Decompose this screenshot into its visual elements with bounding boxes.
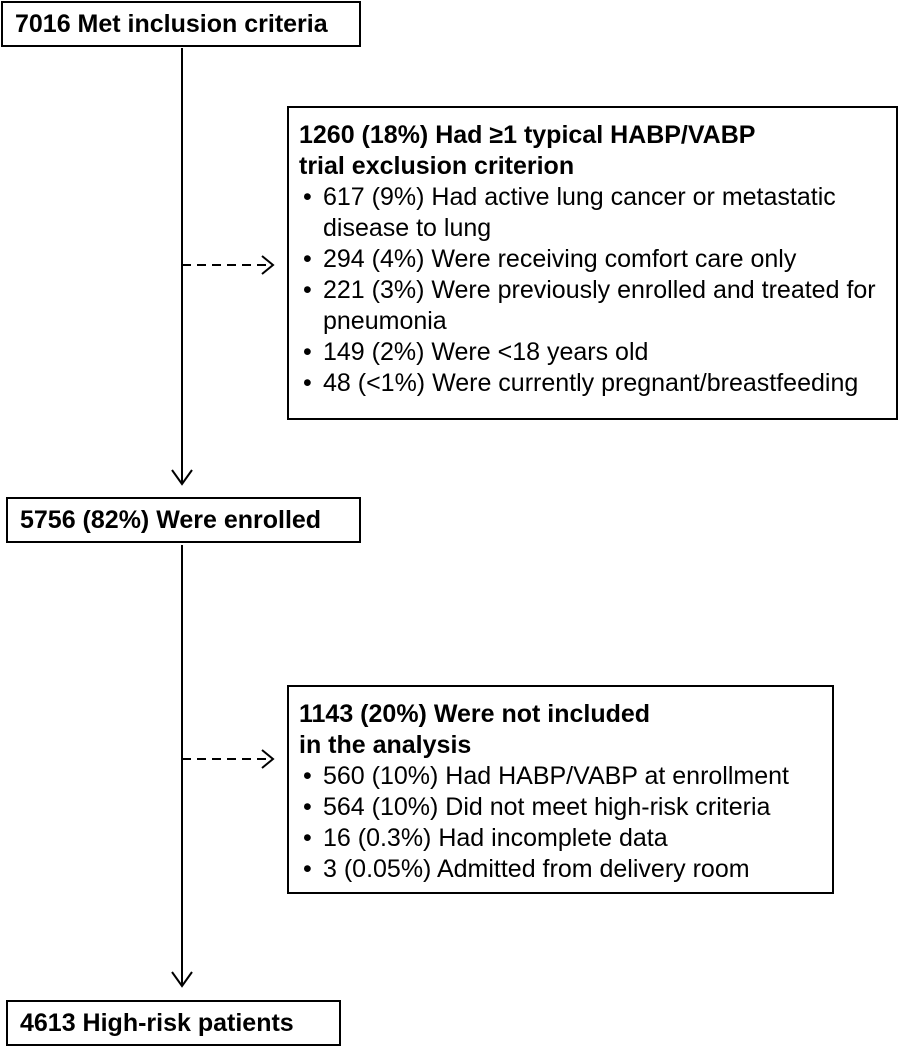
step-high-risk-label: 4613 High-risk patients [20, 1008, 294, 1037]
exclusion-2-title: 1143 (20%) Were not included in the anal… [299, 699, 820, 761]
exclusion-1-title-line-1: 1260 (18%) Had ≥1 typical HABP/VABP [299, 121, 756, 149]
arrowhead-right-2 [261, 749, 275, 769]
exclusion-1-item: 617 (9%) Had active lung cancer or metas… [299, 182, 884, 244]
exclusion-box-2: 1143 (20%) Were not included in the anal… [287, 685, 834, 894]
exclusion-1-list: 617 (9%) Had active lung cancer or metas… [299, 182, 884, 399]
exclusion-1-item: 294 (4%) Were receiving comfort care onl… [299, 244, 884, 275]
exclusion-1-item: 48 (<1%) Were currently pregnant/breastf… [299, 368, 884, 399]
step-enrolled-label: 5756 (82%) Were enrolled [20, 505, 322, 534]
exclusion-1-title-line-2: trial exclusion criterion [299, 152, 575, 180]
step-high-risk-box: 4613 High-risk patients [6, 1000, 341, 1046]
exclusion-2-item: 564 (10%) Did not meet high-risk criteri… [299, 792, 820, 823]
exclusion-2-item: 560 (10%) Had HABP/VABP at enrollment [299, 761, 820, 792]
step-enrolled-box: 5756 (82%) Were enrolled [6, 497, 361, 543]
exclusion-1-item: 221 (3%) Were previously enrolled and tr… [299, 275, 884, 337]
exclusion-1-title: 1260 (18%) Had ≥1 typical HABP/VABP tria… [299, 120, 884, 182]
exclusion-2-item: 16 (0.3%) Had incomplete data [299, 823, 820, 854]
exclusion-2-item: 3 (0.05%) Admitted from delivery room [299, 854, 820, 885]
exclusion-box-1: 1260 (18%) Had ≥1 typical HABP/VABP tria… [287, 106, 898, 420]
exclusion-2-title-line-1: 1143 (20%) Were not included [299, 700, 651, 728]
exclusion-1-item: 149 (2%) Were <18 years old [299, 337, 884, 368]
arrowhead-right-1 [261, 255, 275, 275]
step-inclusion-label: 7016 Met inclusion criteria [15, 9, 328, 38]
step-inclusion-box: 7016 Met inclusion criteria [1, 1, 361, 47]
arrowhead-down-2 [171, 971, 193, 988]
exclusion-2-list: 560 (10%) Had HABP/VABP at enrollment 56… [299, 761, 820, 885]
arrowhead-down-1 [171, 469, 193, 486]
exclusion-2-title-line-2: in the analysis [299, 731, 472, 759]
